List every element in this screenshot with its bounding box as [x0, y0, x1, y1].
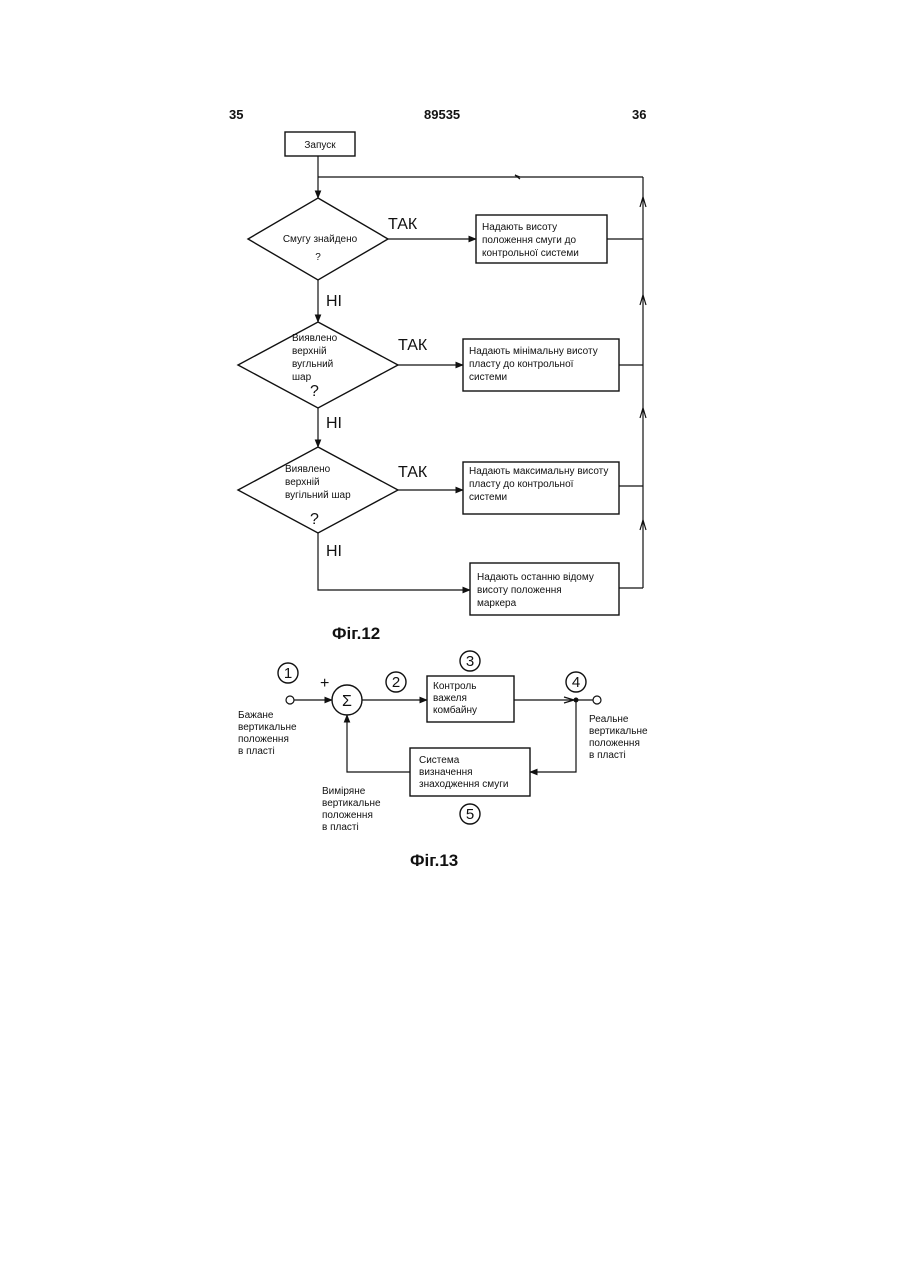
- decision3-line3: вугільний шар: [285, 490, 351, 501]
- action1-line3: контрольної системи: [482, 248, 579, 259]
- measured-line3: положення: [322, 810, 373, 821]
- action3-line3: системи: [469, 492, 507, 503]
- feedback-line-left: [347, 715, 410, 772]
- decision3-line1: Виявлено: [285, 464, 331, 475]
- action1-line2: положення смуги до: [482, 235, 576, 246]
- measured-line2: вертикальне: [322, 798, 381, 809]
- action1-line1: Надають висоту: [482, 222, 557, 233]
- desired-line2: вертикальне: [238, 722, 297, 733]
- real-line2: вертикальне: [589, 726, 648, 737]
- action4-line2: висоту положення: [477, 585, 562, 596]
- node-label-5: 5: [466, 806, 474, 823]
- node-label-1: 1: [284, 665, 292, 682]
- no-label-2: НІ: [326, 415, 342, 432]
- decision2-line5: ?: [310, 383, 319, 400]
- action3-line1: Надають максимальну висоту: [469, 466, 608, 477]
- start-label: Запуск: [304, 140, 336, 151]
- left-page-number: 35: [229, 107, 243, 122]
- yes-label-1: ТАК: [388, 216, 418, 233]
- measured-line4: в пласті: [322, 822, 359, 833]
- node-label-3: 3: [466, 653, 474, 670]
- desired-line4: в пласті: [238, 746, 275, 757]
- action2-line3: системи: [469, 372, 507, 383]
- action3-line2: пласту до контрольної: [469, 479, 574, 490]
- fig13-caption: Фіг.13: [410, 851, 458, 870]
- yes-label-2: ТАК: [398, 337, 428, 354]
- node-label-4: 4: [572, 674, 580, 691]
- right-page-number: 36: [632, 107, 646, 122]
- decision2-line4: шар: [292, 372, 312, 383]
- input-terminal: [286, 696, 294, 704]
- fig12-caption: Фіг.12: [332, 624, 380, 643]
- decision2-line2: верхній: [292, 346, 327, 357]
- no-arrow-3: [318, 533, 470, 590]
- desired-line3: положення: [238, 734, 289, 745]
- plus-sign: +: [320, 675, 329, 692]
- decision3-line2: верхній: [285, 477, 320, 488]
- control-line3: комбайну: [433, 704, 477, 716]
- output-terminal: [593, 696, 601, 704]
- feedback-line-right: [530, 700, 576, 772]
- sum-symbol: Σ: [342, 693, 352, 710]
- decision1-line1: Смугу знайдено: [283, 234, 358, 245]
- action4-line3: маркера: [477, 598, 517, 609]
- system-line2: визначення: [419, 767, 473, 778]
- action2-line2: пласту до контрольної: [469, 359, 574, 370]
- real-line3: положення: [589, 738, 640, 749]
- node-label-2: 2: [392, 674, 400, 691]
- decision2-line1: Виявлено: [292, 333, 338, 344]
- real-line1: Реальне: [589, 714, 629, 725]
- action4-line1: Надають останню відому: [477, 572, 594, 583]
- control-line2: важеля: [433, 693, 467, 704]
- no-label-3: НІ: [326, 543, 342, 560]
- real-line4: в пласті: [589, 750, 626, 761]
- decision3-line4: ?: [310, 511, 319, 528]
- decision2-line3: вугльний: [292, 359, 333, 370]
- decision1-line2: ?: [315, 252, 321, 263]
- patent-number: 89535: [424, 107, 460, 122]
- desired-line1: Бажане: [238, 710, 274, 721]
- control-line1: Контроль: [433, 681, 476, 692]
- yes-label-3: ТАК: [398, 464, 428, 481]
- measured-line1: Виміряне: [322, 786, 366, 797]
- system-line1: Система: [419, 755, 460, 766]
- no-label-1: НІ: [326, 293, 342, 310]
- system-line3: знаходження смуги: [419, 779, 508, 790]
- action2-line1: Надають мінімальну висоту: [469, 346, 598, 357]
